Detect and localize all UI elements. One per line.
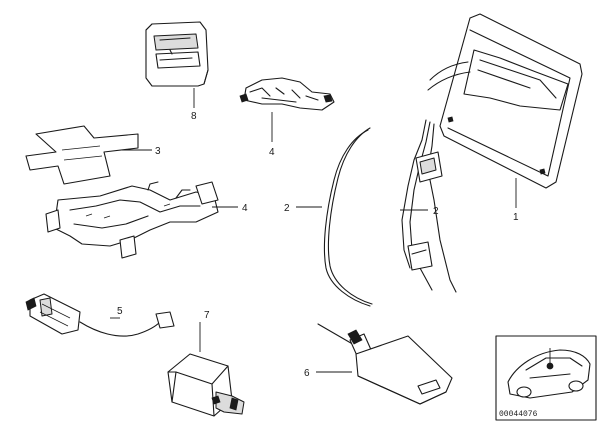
part-2-cable-connectors — [401, 119, 457, 293]
part-5-sensor — [25, 293, 175, 337]
callout-4-upper: 4 — [269, 147, 275, 158]
callout-4-lower: 4 — [242, 203, 248, 214]
part-4-harness-bracket — [45, 181, 219, 259]
part-2-cable — [323, 127, 373, 307]
callout-3: 3 — [155, 146, 161, 157]
callout-1: 1 — [513, 212, 519, 223]
inset-ref-code: 00044076 — [499, 410, 538, 419]
callout-6: 6 — [304, 368, 310, 379]
callout-2-right: 2 — [433, 206, 439, 217]
leader-lines — [110, 88, 517, 373]
callout-7: 7 — [204, 310, 210, 321]
callout-5: 5 — [117, 306, 123, 317]
part-8-holder — [145, 21, 209, 87]
callout-8: 8 — [191, 111, 197, 122]
part-3-pad — [25, 125, 139, 185]
callout-2-left: 2 — [284, 203, 290, 214]
part-6-wedge — [317, 323, 453, 405]
vehicle-inset: 00044076 — [495, 335, 597, 421]
part-4-clip-upper — [239, 77, 335, 111]
part-1-panel — [427, 13, 583, 189]
part-7-relay — [167, 353, 245, 417]
